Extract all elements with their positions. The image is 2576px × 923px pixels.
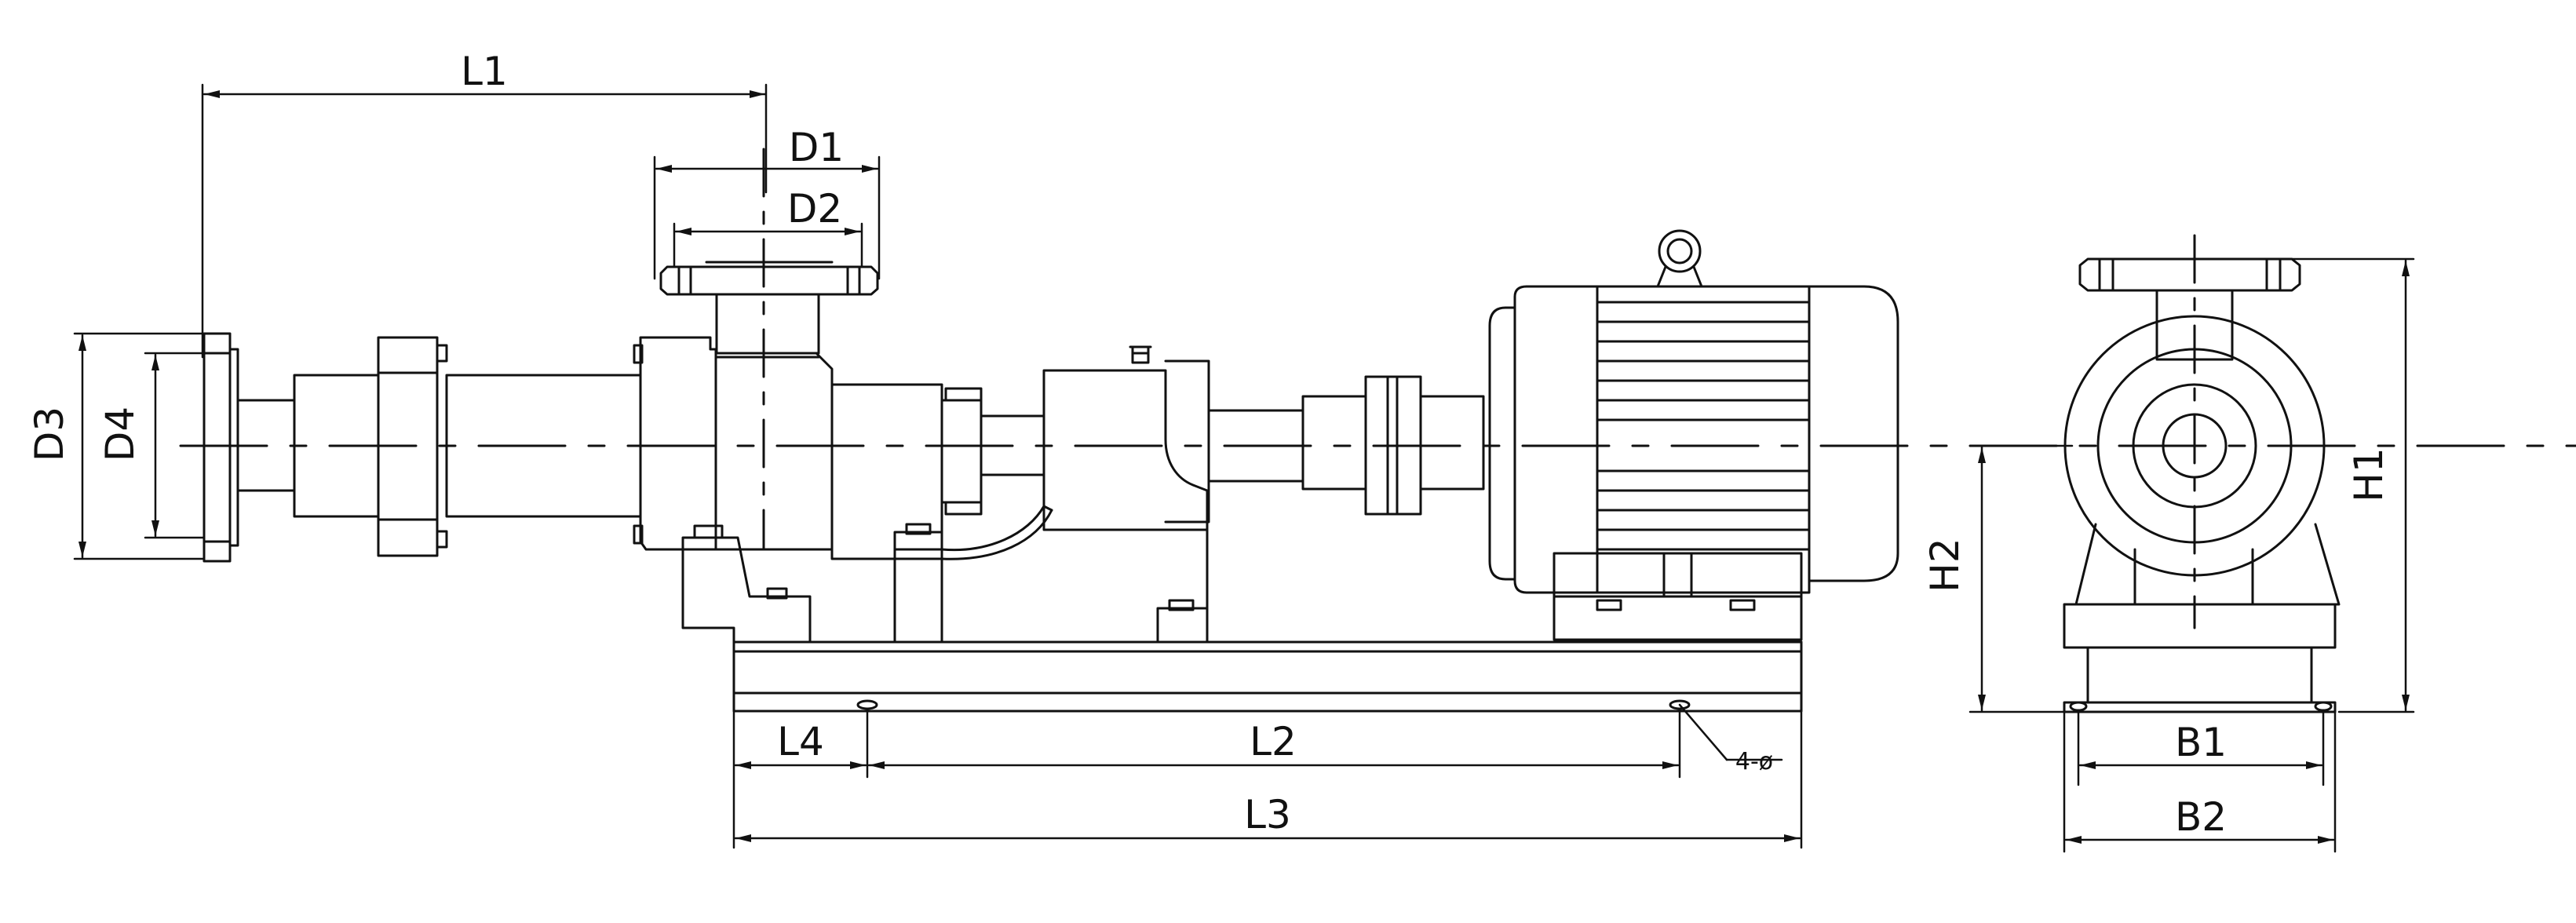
label-d1: D1: [789, 125, 844, 170]
bearing-housing: [1042, 345, 1210, 644]
label-b1: B1: [2175, 720, 2227, 765]
label-holes: 4-ø: [1735, 748, 1773, 775]
motor-cooling-fins: [1596, 301, 1811, 551]
label-b2: B2: [2175, 794, 2227, 840]
label-h2: H2: [1922, 538, 1968, 592]
end-view: [2063, 257, 2341, 713]
lifting-eye-icon: [1656, 229, 1703, 288]
motor-foot: [1553, 552, 1803, 641]
label-d4: D4: [97, 407, 143, 462]
label-d2: D2: [787, 186, 842, 232]
center-line: [179, 148, 2576, 629]
baseplate: [732, 640, 1803, 713]
label-d3: D3: [27, 407, 72, 462]
pump-casing: [633, 336, 943, 560]
coupling-section: [940, 387, 1053, 560]
dimension-labels: L1 D1 D2 D3 D4 L4 L2 L3 4-ø H1 H2 B1 B2: [27, 49, 2392, 840]
motor: [1488, 229, 1899, 641]
discharge-flange: [659, 261, 879, 296]
pump-support-feet: [681, 523, 943, 644]
label-l2: L2: [1250, 719, 1297, 764]
label-l4: L4: [777, 719, 824, 764]
dimension-lines: [73, 83, 2415, 853]
discharge-neck: [715, 293, 820, 359]
suction-flange: [203, 332, 239, 563]
drive-shaft: [1207, 395, 1367, 491]
label-l3: L3: [1244, 792, 1291, 837]
label-l1: L1: [461, 49, 508, 94]
motor-coupling: [1364, 375, 1485, 516]
inline-flange-1: [377, 336, 448, 557]
label-h1: H1: [2346, 447, 2392, 502]
